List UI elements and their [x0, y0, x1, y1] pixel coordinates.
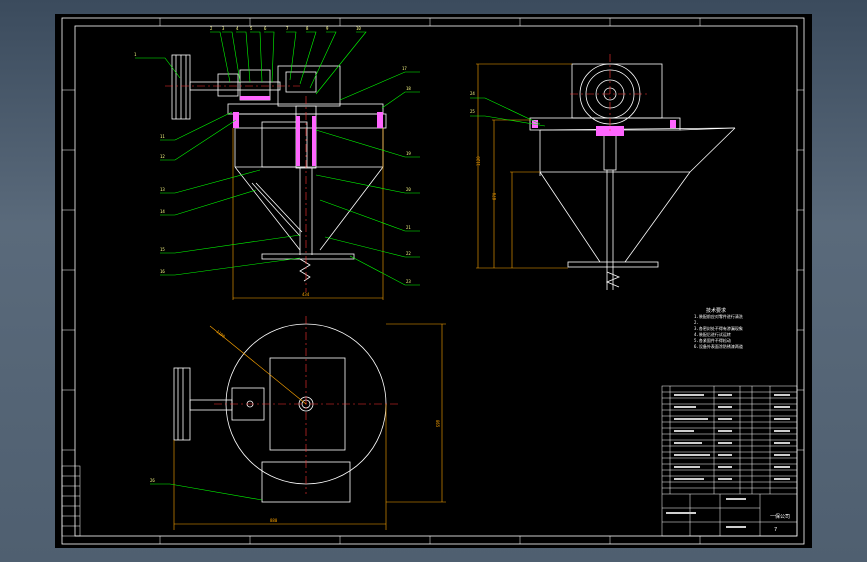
parts-list: [661, 385, 798, 537]
svg-text:18: 18: [406, 86, 411, 91]
svg-text:21: 21: [406, 225, 411, 230]
svg-text:22: 22: [406, 251, 411, 256]
svg-text:20: 20: [406, 187, 411, 192]
technical-requirements: 技术要求 1.装配前应对零件进行清洗 2. 3.各密封处不得有渗漏现象 4.装配…: [694, 307, 743, 349]
svg-text:865: 865: [435, 420, 440, 428]
front-view-dimensions: [232, 128, 384, 300]
outer-frame: [61, 17, 805, 545]
svg-text:26: 26: [150, 478, 155, 483]
top-view-centerlines: [214, 316, 400, 494]
tech-req-line-4: 4.装配后进行试运转: [694, 331, 731, 337]
tech-req-line-6: 6.设备外表面涂防锈漆两道: [694, 343, 743, 349]
side-view-dimensions: [476, 63, 572, 269]
drawing-name: 一保公司: [770, 513, 790, 520]
svg-text:5: 5: [250, 26, 253, 31]
svg-text:1: 1: [134, 52, 137, 57]
svg-text:19: 19: [406, 151, 411, 156]
svg-text:8: 8: [306, 26, 309, 31]
frame-ticks: [62, 18, 804, 544]
top-view-leaders: [150, 483, 263, 501]
svg-text:11: 11: [160, 134, 165, 139]
svg-text:880: 880: [270, 518, 278, 523]
tech-req-line-3: 3.各密封处不得有渗漏现象: [694, 325, 743, 331]
svg-text:13: 13: [160, 187, 165, 192]
svg-text:7: 7: [286, 26, 289, 31]
parts-list-fill: [666, 394, 790, 528]
svg-text:14: 14: [160, 209, 165, 214]
side-view-centerlines: [570, 54, 650, 134]
svg-text:2: 2: [210, 26, 213, 31]
side-view-hatching: [532, 120, 676, 136]
svg-text:23: 23: [406, 279, 411, 284]
front-section-view: [171, 54, 387, 282]
svg-text:17: 17: [402, 66, 407, 71]
svg-text:6: 6: [264, 26, 267, 31]
svg-text:870: 870: [492, 192, 497, 200]
tech-req-heading: 技术要求: [706, 307, 726, 314]
svg-text:3: 3: [222, 26, 225, 31]
svg-text:434: 434: [302, 292, 310, 297]
front-view-centerline: [165, 85, 307, 292]
svg-text:16: 16: [160, 269, 165, 274]
svg-text:12: 12: [160, 154, 165, 159]
svg-text:15: 15: [160, 247, 165, 252]
top-view-dimensions: [173, 323, 446, 530]
inner-frame: [74, 25, 798, 537]
svg-text:24: 24: [470, 91, 475, 96]
side-view: [529, 63, 736, 290]
svg-text:1100: 1100: [215, 329, 226, 339]
sheet-number: 7: [774, 527, 777, 533]
front-view-leaders: [135, 31, 420, 286]
dimension-values: 434 880 865 1120 870 1100: [215, 156, 497, 523]
top-view: [173, 323, 387, 503]
svg-text:10: 10: [356, 26, 361, 31]
side-view-leaders: [470, 97, 546, 127]
svg-text:1120: 1120: [476, 156, 481, 166]
tech-req-line-2: 2.: [694, 320, 699, 325]
svg-text:4: 4: [236, 26, 239, 31]
svg-text:25: 25: [470, 109, 475, 114]
front-view-hatching: [233, 96, 383, 166]
revision-block: [61, 465, 81, 537]
tech-req-line-5: 5.各紧固件不得松动: [694, 337, 731, 343]
svg-text:9: 9: [326, 26, 329, 31]
tech-req-line-1: 1.装配前应对零件进行清洗: [694, 313, 743, 319]
